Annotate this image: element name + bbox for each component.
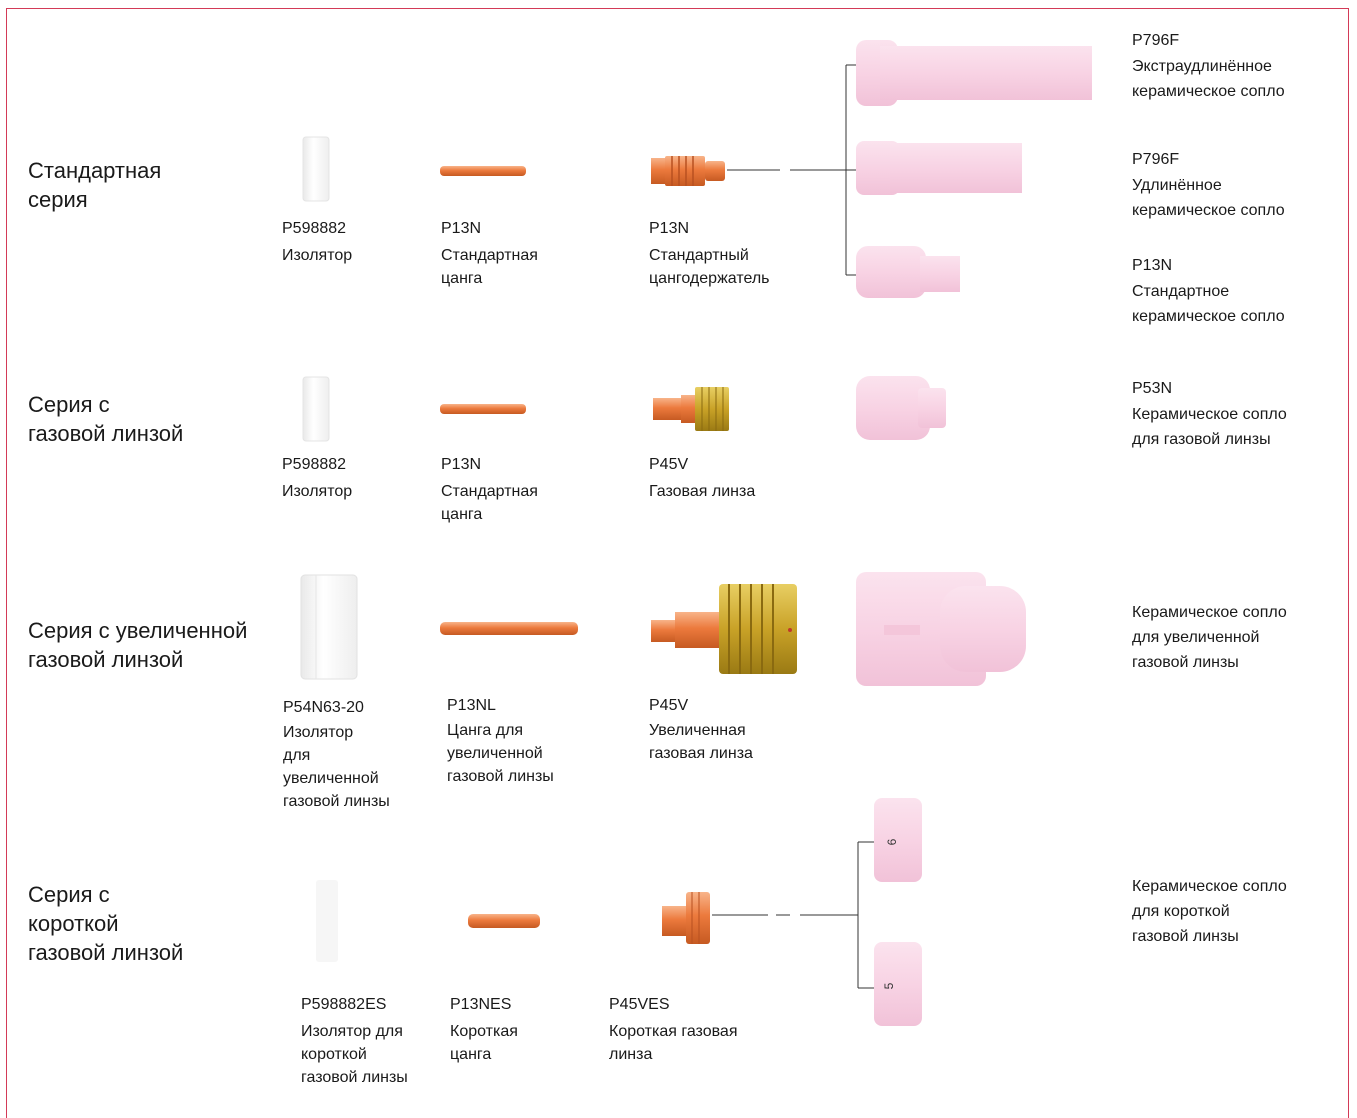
nozzle-desc: Керамическое сопло для короткой газовой …	[1132, 878, 1287, 945]
part-code: P13NES	[450, 996, 512, 1013]
insulator-icon	[302, 376, 330, 442]
insulator-large-icon	[300, 574, 358, 680]
connector-lines	[727, 64, 856, 276]
part-code: P45V	[649, 697, 689, 714]
part-desc: Цанга для увеличенной газовой линзы	[447, 722, 554, 785]
part-label: P13NL Цанга для увеличенной газовой линз…	[447, 695, 554, 788]
nozzle-standard-icon	[856, 246, 960, 298]
part-label: P45V Газовая линза	[649, 454, 755, 503]
connector-lines	[712, 841, 874, 989]
part-label: P13N Стандартная цанга	[441, 454, 538, 526]
part-code: P598882ES	[301, 996, 387, 1013]
series-title-short-gas-lens: Серия с короткой газовой линзой	[28, 882, 184, 965]
nozzle-desc: Керамическое сопло для газовой линзы	[1132, 406, 1287, 448]
part-desc: Газовая линза	[649, 483, 756, 500]
part-code: P45VES	[609, 996, 670, 1013]
nozzle-extra-long-icon	[856, 40, 1092, 106]
part-label: P45V Увеличенная газовая линза	[649, 695, 753, 765]
nozzle-long-icon	[856, 141, 1022, 195]
collet-long-icon	[440, 622, 578, 635]
part-label: P13N Стандартный цангодержатель	[649, 218, 770, 290]
nozzle-short-6-icon: 6	[874, 798, 922, 882]
series-title-standard: Стандартная серия	[28, 158, 162, 212]
gas-lens-short-icon	[662, 892, 710, 944]
nozzle-code: P53N	[1132, 380, 1173, 397]
part-desc: Короткая газовая линза	[609, 1023, 738, 1063]
nozzle-desc: Экстраудлинённое керамическое сопло	[1132, 58, 1285, 100]
collet-short-icon	[468, 914, 540, 928]
part-desc: Стандартный цангодержатель	[649, 247, 770, 287]
series-title-gas-lens: Серия с газовой линзой	[28, 392, 184, 446]
nozzle-label: Керамическое сопло для короткой газовой …	[1132, 874, 1287, 949]
part-label: P598882 Изолятор	[282, 218, 352, 267]
part-label: P598882 Изолятор	[282, 454, 352, 503]
part-desc: Короткая цанга	[450, 1023, 518, 1063]
nozzle-label: P796F Экстраудлинённое керамическое сопл…	[1132, 30, 1285, 104]
nozzle-mark-6: 6	[885, 838, 899, 845]
gas-lens-large-icon	[651, 584, 797, 674]
nozzle-short-5-icon: 5	[874, 942, 922, 1026]
part-label: P13NES Короткая цанга	[450, 994, 518, 1066]
nozzle-code: P13N	[1132, 257, 1173, 274]
insulator-short-icon	[316, 880, 338, 962]
nozzle-label: P796F Удлинённое керамическое сопло	[1132, 149, 1285, 223]
series-title-large-gas-lens: Серия с увеличенной газовой линзой	[28, 618, 248, 672]
nozzle-code: P796F	[1132, 151, 1180, 168]
part-desc: Стандартная цанга	[441, 483, 538, 523]
nozzle-mark-5: 5	[882, 982, 896, 989]
collet-icon	[440, 166, 526, 176]
nozzle-code: P796F	[1132, 32, 1180, 49]
part-desc: Изолятор	[282, 483, 353, 500]
part-desc: Изолятор	[282, 247, 353, 264]
part-label: P45VES Короткая газовая линза	[609, 994, 738, 1066]
part-code: P45V	[649, 456, 689, 473]
part-code: P13N	[649, 220, 690, 237]
part-desc: Увеличенная газовая линза	[649, 722, 753, 762]
part-label: P54N63-20 Изолятор для увеличенной газов…	[283, 697, 390, 813]
nozzle-desc: Стандартное керамическое сопло	[1132, 283, 1285, 325]
part-code: P598882	[282, 456, 347, 473]
part-desc: Изолятор для короткой газовой линзы	[301, 1023, 408, 1086]
nozzle-label: P13N Стандартное керамическое сопло	[1132, 255, 1285, 329]
nozzle-label: Керамическое сопло для увеличенной газов…	[1132, 600, 1287, 675]
part-code: P13N	[441, 220, 482, 237]
collet-body-icon	[651, 156, 725, 186]
diagram-frame	[6, 8, 1349, 1118]
nozzle-desc: Керамическое сопло для увеличенной газов…	[1132, 604, 1287, 671]
part-code: P54N63-20	[283, 699, 364, 716]
part-desc: Стандартная цанга	[441, 247, 538, 287]
part-code: P598882	[282, 220, 347, 237]
nozzle-desc: Удлинённое керамическое сопло	[1132, 177, 1285, 219]
nozzle-label: P53N Керамическое сопло для газовой линз…	[1132, 378, 1287, 452]
nozzle-gas-lens-icon	[856, 376, 946, 440]
gas-lens-icon	[653, 387, 729, 431]
part-label: P13N Стандартная цанга	[441, 218, 538, 290]
collet-icon	[440, 404, 526, 414]
nozzle-large-gas-lens-icon	[856, 572, 1026, 686]
part-desc: Изолятор для увеличенной газовой линзы	[283, 724, 390, 810]
part-label: P598882ES Изолятор для короткой газовой …	[301, 994, 408, 1089]
part-code: P13NL	[447, 697, 496, 714]
part-code: P13N	[441, 456, 482, 473]
insulator-icon	[302, 136, 330, 202]
